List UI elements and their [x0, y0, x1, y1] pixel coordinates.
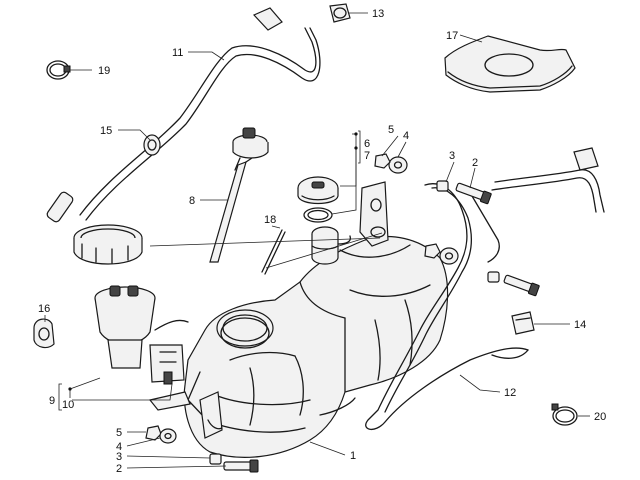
callout-8: 8	[189, 195, 195, 207]
callout-15: 15	[100, 125, 112, 137]
vent-line	[365, 147, 605, 430]
fuel-hose-upper	[46, 7, 321, 223]
fuel-level-sender	[209, 127, 269, 263]
hose-clip-14	[511, 311, 535, 335]
callout-4-upper: 4	[403, 130, 409, 142]
spacer-upper	[436, 180, 500, 283]
callout-5-upper: 5	[388, 124, 394, 136]
callout-14: 14	[574, 319, 586, 331]
nut-upper	[374, 153, 441, 259]
hardware-lower	[145, 425, 259, 473]
callout-9: 9	[49, 395, 55, 407]
callout-18: 18	[264, 214, 276, 226]
fuel-cap	[297, 176, 339, 205]
callout-5-lower: 5	[116, 427, 122, 439]
callout-labels: 13 17 19 11 15 6 7 8 18 5 4 3 2 16 9 10 …	[38, 8, 606, 475]
callout-1: 1	[350, 450, 356, 462]
hose-clip-13	[329, 3, 351, 23]
gauge-rod	[261, 229, 286, 275]
pump-lock-ring	[73, 224, 143, 265]
callout-10: 10	[62, 399, 74, 411]
callout-3-lower: 3	[116, 451, 122, 463]
washer-upper	[388, 156, 459, 265]
callout-4-lower: 4	[116, 441, 122, 453]
callout-20: 20	[594, 411, 606, 423]
filler-neck	[311, 226, 352, 265]
callout-11: 11	[172, 47, 183, 59]
callout-7: 7	[364, 150, 370, 162]
leader-lines	[44, 12, 590, 469]
gasket-plate	[444, 35, 576, 93]
hose-clip-15	[143, 134, 161, 156]
hose-clip-16	[33, 318, 55, 349]
hose-clamp-19	[46, 60, 71, 80]
bolt-upper	[455, 182, 540, 297]
callout-17: 17	[446, 30, 458, 42]
callout-brackets	[58, 130, 361, 411]
callout-16: 16	[38, 303, 50, 315]
callout-19: 19	[98, 65, 110, 77]
callout-6: 6	[364, 138, 370, 150]
callout-2-upper: 2	[472, 157, 478, 169]
callout-3-upper: 3	[449, 150, 455, 162]
fuel-cap-gasket	[303, 207, 333, 223]
fuel-tank-body	[148, 181, 449, 458]
callout-2-lower: 2	[116, 463, 122, 475]
hose-clamp-20	[551, 403, 578, 426]
callout-13: 13	[372, 8, 384, 20]
callout-12: 12	[504, 387, 516, 399]
fuel-pump-assembly	[94, 285, 189, 385]
